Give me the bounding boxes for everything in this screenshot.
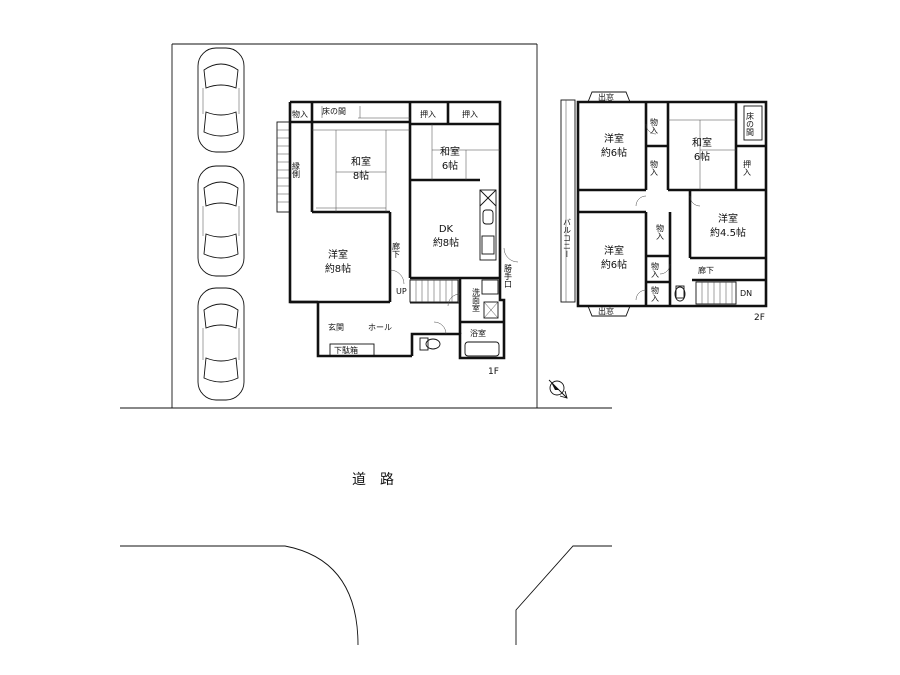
bay-window-top	[587, 91, 631, 103]
car-icon	[197, 47, 245, 153]
label-up: UP	[396, 287, 407, 296]
label-tokonoma: 床の間	[746, 111, 755, 137]
engawa	[276, 121, 291, 213]
room-size: 約8帖	[325, 262, 351, 275]
balcony	[560, 99, 576, 303]
floor-2f: 出窓 出窓 バルコニー 洋室 約6帖 和室 6帖 洋室 約4.5帖 洋室 約6帖…	[560, 91, 768, 323]
label-closet: 押入	[420, 109, 436, 119]
room-name: 和室	[440, 145, 460, 158]
label-shoe-box: 下駄箱	[334, 345, 358, 355]
road-edges	[120, 407, 612, 646]
car-icon	[197, 287, 245, 401]
label-closet: 押入	[462, 109, 478, 119]
room-size: 約6帖	[601, 146, 627, 159]
label-storage: 物入	[650, 159, 659, 176]
toilet	[674, 285, 686, 302]
room-name: 洋室	[328, 248, 348, 261]
room-name: 洋室	[604, 132, 624, 145]
tatami-8	[312, 129, 410, 212]
label-balcony: バルコニー	[563, 218, 572, 258]
floor-label-1f: 1F	[488, 367, 499, 377]
label-down: DN	[740, 289, 752, 298]
north-arrow-icon	[548, 379, 568, 399]
label-storage: 物入	[651, 285, 660, 302]
label-storage: 物入	[650, 117, 659, 134]
floor-1f: 物入 床の間 押入 押入 縁側 和室 8帖 和室 6帖 洋室 約8帖 DK 約8…	[276, 100, 519, 377]
tatami-2f	[668, 119, 736, 190]
label-corridor: 廊下	[698, 265, 714, 275]
road-label: 道路	[352, 472, 408, 488]
label-washroom: 洗面室	[472, 287, 481, 312]
site-boundary	[171, 43, 538, 408]
label-hall: ホール	[368, 323, 392, 332]
room-size: 8帖	[353, 169, 369, 182]
label-bay-window: 出窓	[598, 92, 614, 102]
room-name: DK	[439, 224, 454, 235]
room-name: 洋室	[604, 244, 624, 257]
wash-basin	[483, 301, 499, 319]
room-name: 洋室	[718, 212, 738, 225]
room-size: 約6帖	[601, 258, 627, 271]
toilet	[419, 337, 441, 351]
label-entrance: 玄関	[328, 322, 344, 332]
car-icon	[197, 165, 245, 277]
label-closet: 押入	[743, 159, 752, 176]
room-size: 6帖	[442, 159, 458, 172]
label-engawa: 縁側	[292, 161, 301, 178]
stairs-up	[409, 279, 459, 303]
room-size: 約4.5帖	[710, 226, 746, 239]
room-name: 和室	[692, 136, 712, 149]
room-size: 約8帖	[433, 236, 459, 249]
stairs-down	[695, 281, 737, 305]
kitchen-counter	[479, 189, 497, 261]
room-name: 和室	[351, 155, 371, 168]
label-back-door: 勝手口	[504, 263, 513, 288]
label-storage: 物入	[651, 261, 660, 278]
label-bay-window: 出窓	[598, 306, 614, 316]
floor-label-2f: 2F	[754, 313, 765, 323]
shoe-box	[329, 343, 375, 357]
washing-machine	[481, 279, 499, 295]
room-size: 6帖	[694, 150, 710, 163]
tatami-6	[431, 124, 500, 180]
bathtub	[464, 341, 500, 357]
label-tokonoma: 床の間	[322, 106, 346, 116]
bay-window-bottom	[587, 305, 631, 317]
label-storage: 物入	[292, 109, 308, 119]
label-bathroom: 浴室	[470, 328, 486, 338]
label-corridor: 廊下	[392, 241, 401, 259]
label-storage: 物入	[656, 223, 665, 240]
svg-text:縁側: 縁側	[292, 161, 301, 178]
